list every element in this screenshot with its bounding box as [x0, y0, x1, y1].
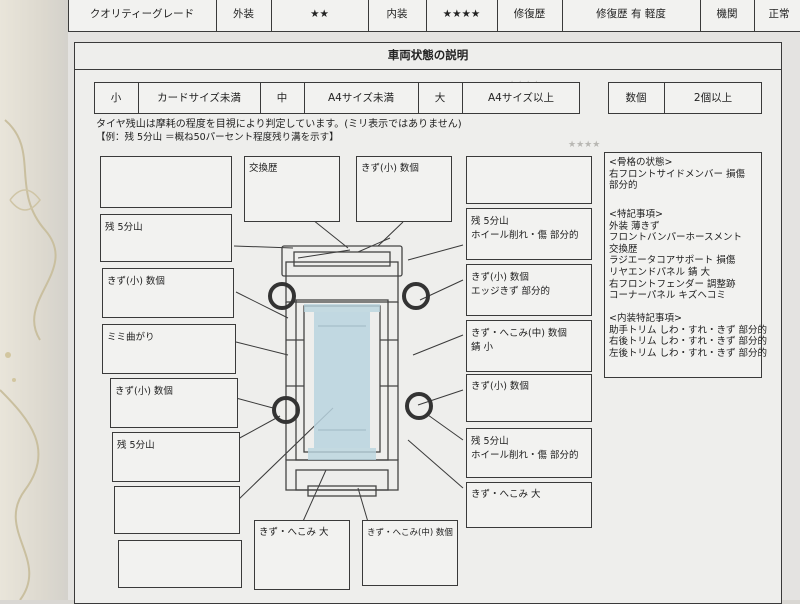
damage-box-label: 残 5分山: [117, 440, 155, 451]
damage-box-label: きず(小) 数個 エッジきず 部分的: [471, 272, 551, 297]
damage-box-label: 残 5分山: [105, 222, 143, 233]
interior-item: 左後トリム しわ・すれ・きず 部分的: [609, 347, 768, 359]
frame-title: <骨格の状態>: [609, 157, 673, 168]
engine-value: 正常: [768, 8, 790, 20]
damage-box: きず・へこみ(中) 数個 錆 小: [466, 320, 592, 372]
special-item: 交換歴: [609, 243, 638, 255]
grade-row: [68, 0, 800, 32]
repair-history-label: 修復歴: [513, 8, 546, 20]
damage-box-label: きず・へこみ 大: [259, 527, 329, 538]
damage-box-label: ミミ曲がり: [107, 332, 155, 343]
interior-item: 助手トリム しわ・すれ・きず 部分的: [609, 324, 768, 336]
damage-box: 交換歴: [244, 156, 340, 222]
tire-example: 【例：残 5分山 ＝概ね50パーセント程度残り溝を示す】: [96, 132, 339, 143]
size-small: 小: [110, 92, 122, 104]
damage-box: 残 5分山: [112, 432, 240, 482]
interior-title: <内装特記事項>: [609, 313, 682, 324]
damage-box: [114, 486, 240, 534]
exterior-label: 外装: [233, 8, 254, 20]
damage-box: きず・へこみ(中) 数個: [362, 520, 458, 586]
notes-panel: <骨格の状態> 右フロントサイドメンバー 損傷 部分的 <特記事項> 外装 薄き…: [604, 152, 767, 378]
damage-box-label: きず(小) 数個: [115, 386, 173, 397]
engine-label: 機関: [716, 8, 738, 20]
damage-box-label: きず・へこみ(中) 数個: [367, 528, 453, 538]
special-item: フロントバンパーホースメント: [609, 232, 743, 244]
damage-box: [118, 540, 242, 588]
section-title: 車両状態の説明: [387, 48, 469, 62]
ornament-icon: [0, 119, 57, 600]
damage-box: 残 5分山: [100, 214, 232, 262]
size-medium-desc: A4サイズ未満: [327, 92, 395, 104]
special-item: ラジエータコアサポート 損傷: [609, 255, 736, 267]
inspection-sheet: クオリティーグレード 外装 ★★ 内装 ★★★★ 修復歴 修復歴 有 軽度 機関…: [68, 0, 800, 604]
special-notes: <特記事項> 外装 薄きず フロントバンパーホースメント 交換歴 ラジエータコア…: [609, 209, 742, 302]
interior-notes: <内装特記事項> 助手トリム しわ・すれ・きず 部分的 右後トリム しわ・すれ・…: [609, 313, 767, 359]
damage-box-label: 残 5分山 ホイール削れ・傷 部分的: [471, 216, 579, 241]
interior-rating: ★★★★: [442, 8, 481, 20]
frame-item: 右フロントサイドメンバー 損傷: [609, 168, 746, 180]
special-item: 右フロントフェンダー 調整跡: [609, 278, 736, 290]
damage-box-label: 交換歴: [249, 163, 278, 174]
damage-box: きず(小) 数個: [356, 156, 452, 222]
damage-box: きず(小) 数個: [102, 268, 234, 318]
vehicle-diagram: [233, 219, 464, 529]
repair-history-value: 修復歴 有 軽度: [596, 8, 666, 20]
decorative-background: [0, 0, 70, 600]
count-label: 数個: [625, 92, 647, 104]
damage-box: ミミ曲がり: [102, 324, 236, 374]
count-desc: 2個以上: [693, 92, 733, 104]
damage-box: [100, 156, 232, 208]
damage-box: きず(小) 数個: [466, 374, 592, 422]
damage-box-label: きず(小) 数個: [107, 276, 165, 287]
special-item: 外装 薄きず: [609, 220, 660, 232]
damage-box-label: きず(小) 数個: [471, 381, 529, 392]
interior-label: 内装: [386, 8, 408, 20]
damage-box: きず・へこみ 大: [254, 520, 350, 590]
damage-box: きず(小) 数個: [110, 378, 238, 428]
damage-box: 残 5分山 ホイール削れ・傷 部分的: [466, 208, 592, 260]
frame-condition: <骨格の状態> 右フロントサイドメンバー 損傷 部分的: [609, 157, 745, 192]
damage-box: きず・へこみ 大: [466, 482, 592, 528]
count-legend: [608, 82, 762, 114]
size-small-desc: カードサイズ未満: [157, 92, 241, 104]
damage-box: [466, 156, 592, 204]
size-medium: 中: [276, 92, 288, 104]
size-large: 大: [434, 92, 446, 104]
damage-box-label: きず・へこみ 大: [471, 489, 541, 500]
special-item: リヤエンドパネル 錆 大: [609, 266, 711, 278]
exterior-rating: ★★: [310, 8, 329, 20]
special-title: <特記事項>: [609, 209, 663, 220]
damage-box-label: 残 5分山 ホイール削れ・傷 部分的: [471, 436, 579, 461]
section-header: [74, 42, 782, 70]
damage-box-label: きず(小) 数個: [361, 163, 419, 174]
special-item: コーナーパネル キズヘコミ: [609, 290, 726, 302]
damage-box: きず(小) 数個 エッジきず 部分的: [466, 264, 592, 316]
size-large-desc: A4サイズ以上: [487, 92, 555, 104]
tire-note: タイヤ残山は摩耗の程度を目視により判定しています。(ミリ表示ではありません): [96, 119, 462, 130]
frame-item: 部分的: [609, 180, 638, 192]
size-legend: [94, 82, 580, 114]
interior-item: 右後トリム しわ・すれ・きず 部分的: [609, 336, 768, 348]
damage-box-label: きず・へこみ(中) 数個 錆 小: [471, 328, 567, 353]
damage-box: 残 5分山 ホイール削れ・傷 部分的: [466, 428, 592, 478]
wheel-icon: [268, 282, 433, 424]
quality-grade-label: クオリティーグレード: [89, 8, 195, 20]
